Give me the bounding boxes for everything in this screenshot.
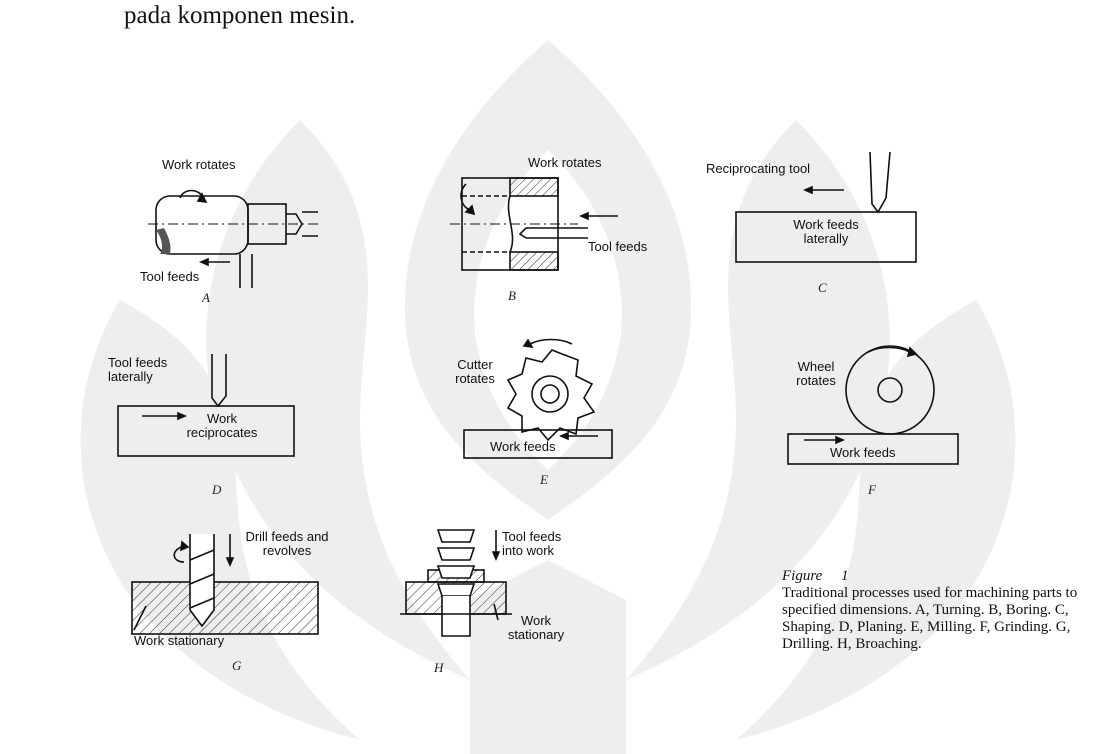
panel-planing: Tool feeds laterally Work reciprocates D [108,354,318,504]
label-work-stationary-g: Work stationary [134,634,224,648]
panel-letter: H [434,660,443,676]
boring-diagram [448,154,668,304]
panel-letter: G [232,658,241,674]
caption-text: Traditional processes used for machining… [782,585,1092,653]
panel-drilling: Drill feeds and revolves Work stationary… [124,530,354,680]
label-cutter-rotates: Cutter rotates [450,358,500,386]
caption-figure-word: Figure [782,568,822,584]
label-tool-feeds-b: Tool feeds [588,240,647,254]
label-wheel-rotates: Wheel rotates [794,360,838,388]
panel-turning: Work rotates Tool feeds A [140,158,340,308]
caption-figure-number: 1 [841,568,849,584]
panel-boring: Work rotates Tool feeds B [448,154,668,304]
panel-broaching: Tool feeds into work Work stationary H [398,530,578,680]
panel-letter: F [868,482,876,498]
grinding-diagram [760,354,970,504]
label-reciprocating-tool: Reciprocating tool [706,162,810,175]
label-work-stationary-h: Work stationary [506,614,566,642]
label-work-feeds-f: Work feeds [830,446,896,460]
figure-caption: Figure 1 Traditional processes used for … [782,568,1092,653]
label-work-rotates: Work rotates [162,158,235,172]
label-work-reciprocates: Work reciprocates [172,412,272,440]
label-drill-feeds-revolves: Drill feeds and revolves [242,530,332,558]
turning-diagram [140,158,340,308]
label-tool-feeds: Tool feeds [140,270,199,284]
panel-letter: D [212,482,221,498]
body-text-line: pada komponen mesin. [124,0,355,32]
panel-letter: B [508,288,516,304]
label-work-rotates-b: Work rotates [528,156,601,170]
label-work-feeds-e: Work feeds [490,440,556,454]
label-tool-feeds-into-work: Tool feeds into work [502,530,564,558]
label-tool-feeds-laterally: Tool feeds laterally [108,356,178,384]
panel-milling: Cutter rotates Work feeds E [464,336,674,496]
panel-letter: C [818,280,827,296]
caption-heading: Figure 1 [782,568,1092,585]
label-work-feeds-laterally: Work feeds laterally [786,218,866,246]
panel-grinding: Wheel rotates Work feeds F [760,354,970,504]
panel-letter: A [202,290,210,306]
panel-shaping: Reciprocating tool Work feeds laterally … [700,148,930,298]
panel-letter: E [540,472,548,488]
